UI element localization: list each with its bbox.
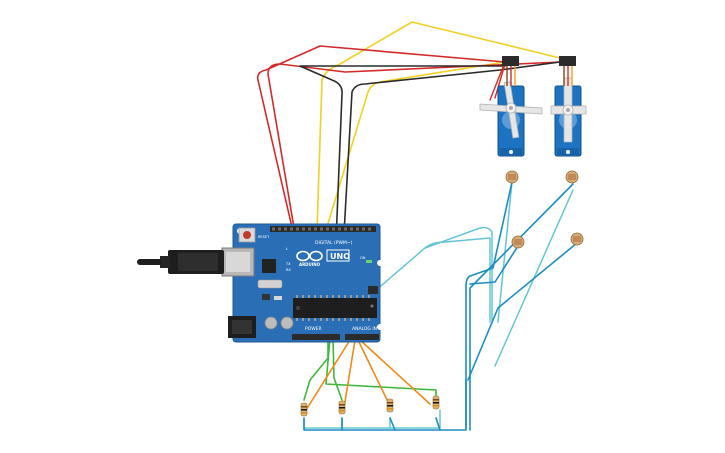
usb-cable[interactable]: [137, 250, 224, 274]
servo-2-mount-hole: [566, 150, 570, 154]
ldr-3[interactable]: [511, 235, 525, 249]
icsp-header: [368, 286, 378, 294]
wire-cyan-bottom-bus[interactable]: [303, 409, 441, 429]
servo-1-horn[interactable]: [479, 81, 543, 139]
servo-1[interactable]: [479, 56, 543, 157]
voltage-regulator: [257, 279, 283, 289]
resistor-1[interactable]: [300, 402, 308, 417]
wire-orange-3[interactable]: [357, 339, 391, 407]
power-header-label: POWER: [305, 326, 322, 332]
servo-1-connector: [502, 56, 519, 66]
wire-blue-ldr-1[interactable]: [465, 181, 513, 429]
on-led: [366, 260, 372, 263]
wires: [256, 21, 578, 431]
wire-red-servo-tail-2: [494, 63, 506, 99]
wire-red-servo2-power[interactable]: [267, 61, 561, 341]
wire-blue-ldr-2[interactable]: [469, 245, 519, 285]
power-jack-icon[interactable]: [228, 316, 256, 338]
wire-green-3[interactable]: [332, 337, 343, 401]
on-label: ON: [360, 256, 366, 260]
digital-header-pins: [272, 227, 371, 231]
uno-model-box: [326, 249, 350, 262]
servo-1-mount-hole: [509, 150, 513, 154]
arduino-uno-board[interactable]: DIGITAL (PWM~) POWER ANALOG IN RESET: [137, 223, 383, 343]
smd-component-2: [274, 296, 282, 300]
arduino-infinity-logo-icon: [296, 250, 323, 262]
wire-orange-2[interactable]: [343, 339, 356, 409]
wire-yellow-servo1-signal[interactable]: [325, 61, 506, 231]
mount-hole-2: [377, 260, 383, 266]
analog-header[interactable]: [345, 334, 379, 340]
analog-header-label: ANALOG IN: [352, 326, 377, 332]
capacitor-1: [264, 316, 278, 330]
servo-2[interactable]: [550, 56, 587, 157]
digital-header-label: DIGITAL (PWM~): [315, 240, 353, 246]
wire-orange-4[interactable]: [359, 339, 431, 405]
capacitor-2: [280, 316, 294, 330]
l-label: L: [286, 247, 288, 251]
wire-black-servo2-gnd[interactable]: [337, 61, 561, 341]
mount-hole-3: [377, 324, 383, 330]
resistor-4[interactable]: [432, 395, 440, 410]
wire-black-servo1-gnd[interactable]: [299, 65, 506, 341]
servo-leads: [506, 66, 573, 86]
wire-cyan-ldr-2[interactable]: [424, 226, 493, 321]
smd-component-1: [262, 294, 270, 300]
wire-green-1[interactable]: [303, 337, 329, 401]
chip-socket-pins: [296, 295, 370, 321]
microcontroller-chip-icon: [293, 298, 377, 318]
servo-2-horn[interactable]: [550, 77, 587, 143]
usb-chip: [262, 259, 276, 273]
ldr-2[interactable]: [565, 170, 579, 184]
wire-blue-res-3[interactable]: [389, 417, 396, 431]
reset-label: RESET: [258, 235, 270, 239]
resistor-3[interactable]: [386, 398, 394, 413]
wire-red-servo1-power[interactable]: [256, 45, 506, 341]
rx-label: RX: [286, 268, 291, 272]
uno-model-text: UNO: [330, 252, 350, 261]
wire-blue-bottom-bus[interactable]: [303, 379, 467, 431]
tx-label: TX: [285, 262, 291, 266]
wire-orange-1[interactable]: [305, 339, 351, 411]
wire-red-servo-tail-1: [489, 61, 506, 101]
servo-2-connector: [559, 56, 576, 66]
arduino-logo-text: ARDUINO: [299, 262, 321, 267]
ldr-4[interactable]: [570, 232, 584, 246]
ldr-1[interactable]: [505, 170, 519, 184]
wire-blue-ldr-4[interactable]: [467, 242, 578, 381]
resistor-2[interactable]: [338, 400, 346, 415]
usb-connector-icon[interactable]: [221, 247, 255, 277]
reset-button-icon[interactable]: [243, 231, 251, 239]
wire-blue-ldr-3[interactable]: [469, 183, 574, 431]
wire-blue-res-4[interactable]: [435, 417, 441, 431]
power-header[interactable]: [292, 334, 340, 340]
